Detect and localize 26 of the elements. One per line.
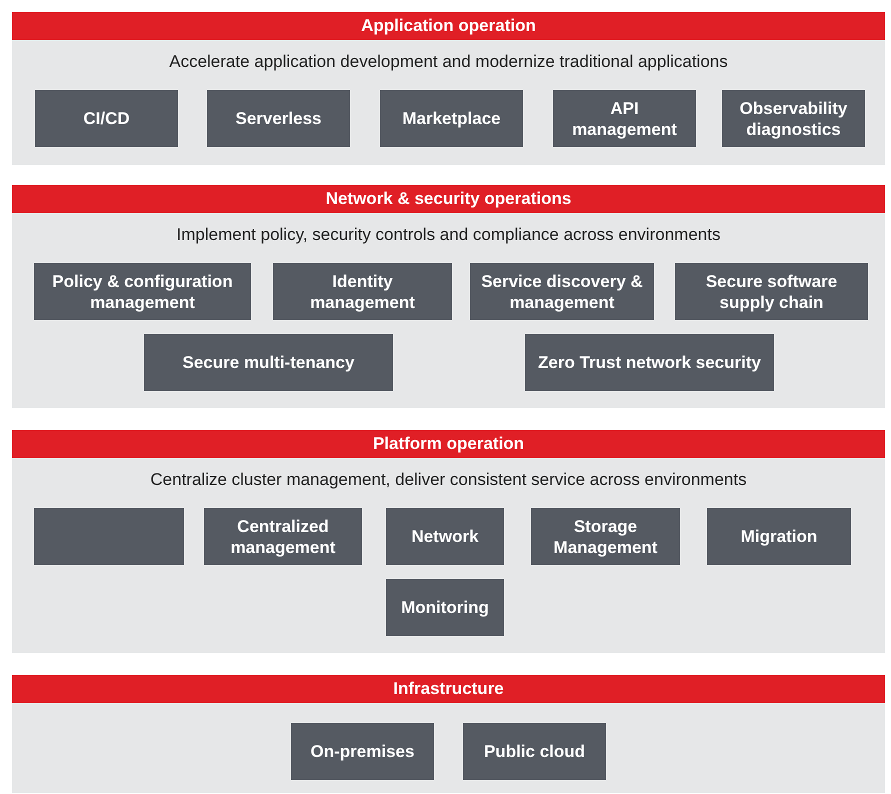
feature-box: Observability diagnostics [722, 90, 865, 147]
feature-box: Identity management [273, 263, 452, 320]
layer-header: Network & security operations [12, 185, 885, 213]
feature-box: Marketplace [380, 90, 523, 147]
layer-description: Accelerate application development and modernize traditional applications [168, 52, 729, 72]
layer-header: Application operation [12, 12, 885, 40]
feature-box: Secure software supply chain [675, 263, 868, 320]
feature-box: On-premises [291, 723, 434, 780]
feature-box: Policy & configuration management [34, 263, 251, 320]
feature-box: Centralized management [204, 508, 362, 565]
feature-box: CI/CD [35, 90, 178, 147]
feature-box: Storage Management [531, 508, 680, 565]
feature-box: Monitoring [386, 579, 504, 636]
layer-header: Platform operation [12, 430, 885, 458]
feature-box: Public cloud [463, 723, 606, 780]
feature-box: Network [386, 508, 504, 565]
layer-description: Centralize cluster management, deliver consistent service across environments [149, 470, 748, 490]
feature-box: Zero Trust network security [525, 334, 774, 391]
feature-box: Serverless [207, 90, 350, 147]
feature-box: Migration [707, 508, 851, 565]
feature-box: API management [553, 90, 696, 147]
feature-box: Secure multi-tenancy [144, 334, 393, 391]
layer-description: Implement policy, security controls and compliance across environments [176, 225, 722, 245]
layer-header: Infrastructure [12, 675, 885, 703]
feature-box [34, 508, 184, 565]
feature-box: Service discovery & management [470, 263, 654, 320]
